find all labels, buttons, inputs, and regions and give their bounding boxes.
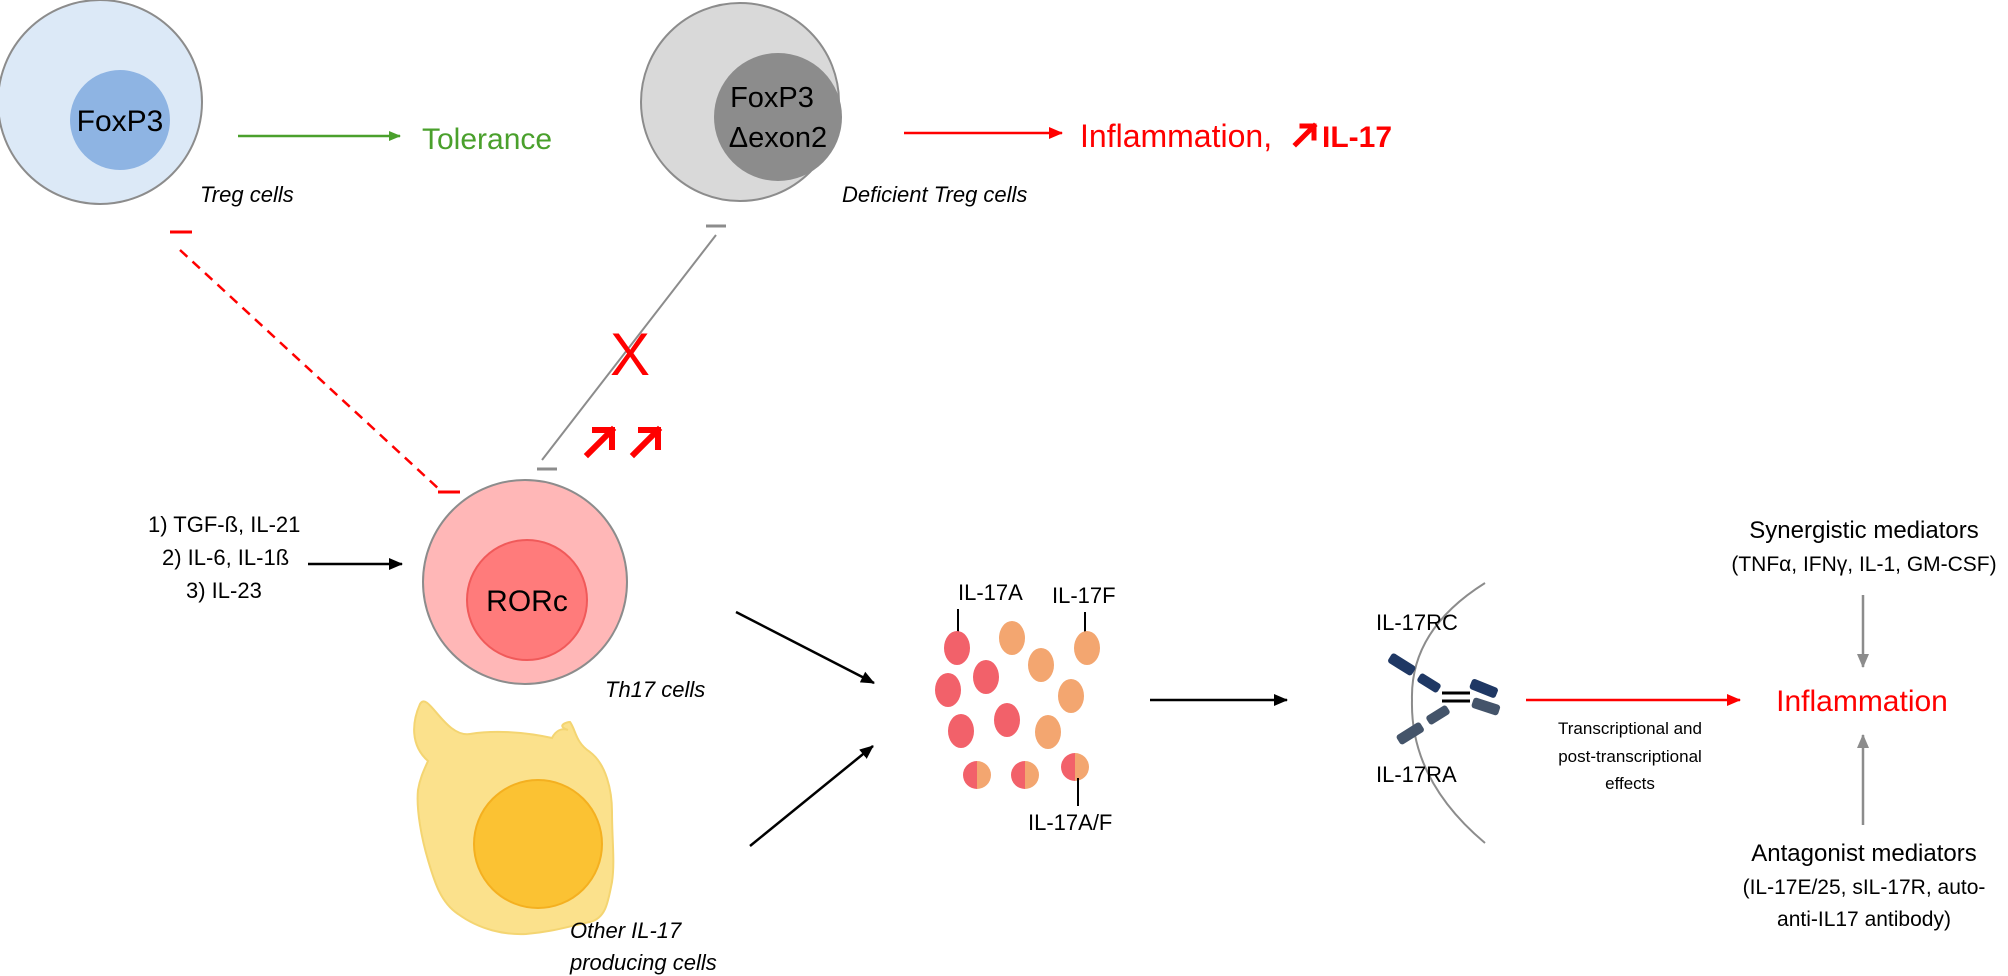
cytokine-line-2: 2) IL-6, IL-1ß xyxy=(162,545,289,570)
il17-cytokine-cluster: IL-17A IL-17F xyxy=(935,580,1116,835)
il17f-dot xyxy=(999,621,1025,655)
deficient-marker-line1: FoxP3 xyxy=(730,82,814,114)
il17af-dot xyxy=(1011,761,1039,789)
il17a-label: IL-17A xyxy=(958,580,1023,605)
other-to-il17-arrow xyxy=(749,745,874,847)
th17-cell-label: Th17 cells xyxy=(605,677,705,702)
il17a-dot xyxy=(994,703,1020,737)
th17-to-il17-arrow xyxy=(735,610,875,685)
antagonist-title: Antagonist mediators xyxy=(1751,840,1976,867)
deficient-treg-label: Deficient Treg cells xyxy=(842,182,1027,207)
synergistic-list: (TNFα, IFNγ, IL-1, GM-CSF) xyxy=(1731,553,1996,576)
il17-increase-label: IL-17 xyxy=(1322,121,1392,154)
il17-receptor: IL-17RC IL-17RA xyxy=(1376,582,1501,844)
treg-nucleus xyxy=(70,70,170,170)
antagonist-list-line1: (IL-17E/25, sIL-17R, auto- xyxy=(1743,876,1986,899)
th17-cell: RORc xyxy=(422,479,628,685)
il17ra-chain xyxy=(1396,697,1501,745)
treg-cell: FoxP3 xyxy=(0,0,203,205)
il17rc-label: IL-17RC xyxy=(1376,610,1458,635)
inflammation-top-label: Inflammation, xyxy=(1080,118,1272,154)
treg-dashed-inhibition-line xyxy=(179,249,441,491)
il17f-dot xyxy=(1035,715,1061,749)
deficient-inhibition-line xyxy=(541,234,717,461)
final-inflammation-label: Inflammation xyxy=(1776,685,1948,718)
il17af-dot xyxy=(963,761,991,789)
th17-nucleus xyxy=(466,539,588,661)
effects-label-line2: post-transcriptional xyxy=(1558,747,1702,766)
il17a-dot xyxy=(944,631,970,665)
il17ra-label: IL-17RA xyxy=(1376,762,1457,787)
il17af-dot xyxy=(1061,753,1089,781)
il17a-dot xyxy=(948,714,974,748)
th17-marker-label: RORc xyxy=(486,585,568,618)
il17f-dot xyxy=(1058,679,1084,713)
antagonist-list-line2: anti-IL17 antibody) xyxy=(1777,908,1951,931)
effects-label-line3: effects xyxy=(1605,774,1655,793)
il17f-dot xyxy=(1074,631,1100,665)
other-cell-label-line2: producing cells xyxy=(569,950,717,975)
other-cell-label-line1: Other IL-17 xyxy=(570,918,682,943)
blocked-x-mark: X xyxy=(610,321,650,388)
cell-membrane-arc xyxy=(1410,582,1486,844)
il17a-dot xyxy=(973,660,999,694)
synergistic-title: Synergistic mediators xyxy=(1749,517,1978,544)
double-increase-arrow-icon xyxy=(583,425,663,459)
deficient-marker-line2: Δexon2 xyxy=(729,122,827,154)
effects-label-line1: Transcriptional and xyxy=(1558,719,1702,738)
il17f-dot xyxy=(1028,648,1054,682)
il17af-label: IL-17A/F xyxy=(1028,810,1112,835)
il17rc-chain xyxy=(1388,653,1498,698)
cytokine-line-3: 3) IL-23 xyxy=(186,578,262,603)
deficient-treg-cell: FoxP3 Δexon2 xyxy=(640,2,842,202)
cytokine-line-1: 1) TGF-ß, IL-21 xyxy=(148,512,300,537)
treg-marker-label: FoxP3 xyxy=(77,105,164,138)
other-cell-nucleus xyxy=(473,779,603,909)
treg-cell-label: Treg cells xyxy=(200,182,294,207)
deficient-treg-nucleus xyxy=(714,53,842,181)
il17f-label: IL-17F xyxy=(1052,583,1116,608)
il17a-dot xyxy=(935,673,961,707)
increase-arrow-icon xyxy=(1292,122,1318,148)
other-il17-cell xyxy=(413,700,615,936)
tolerance-label: Tolerance xyxy=(422,123,552,156)
